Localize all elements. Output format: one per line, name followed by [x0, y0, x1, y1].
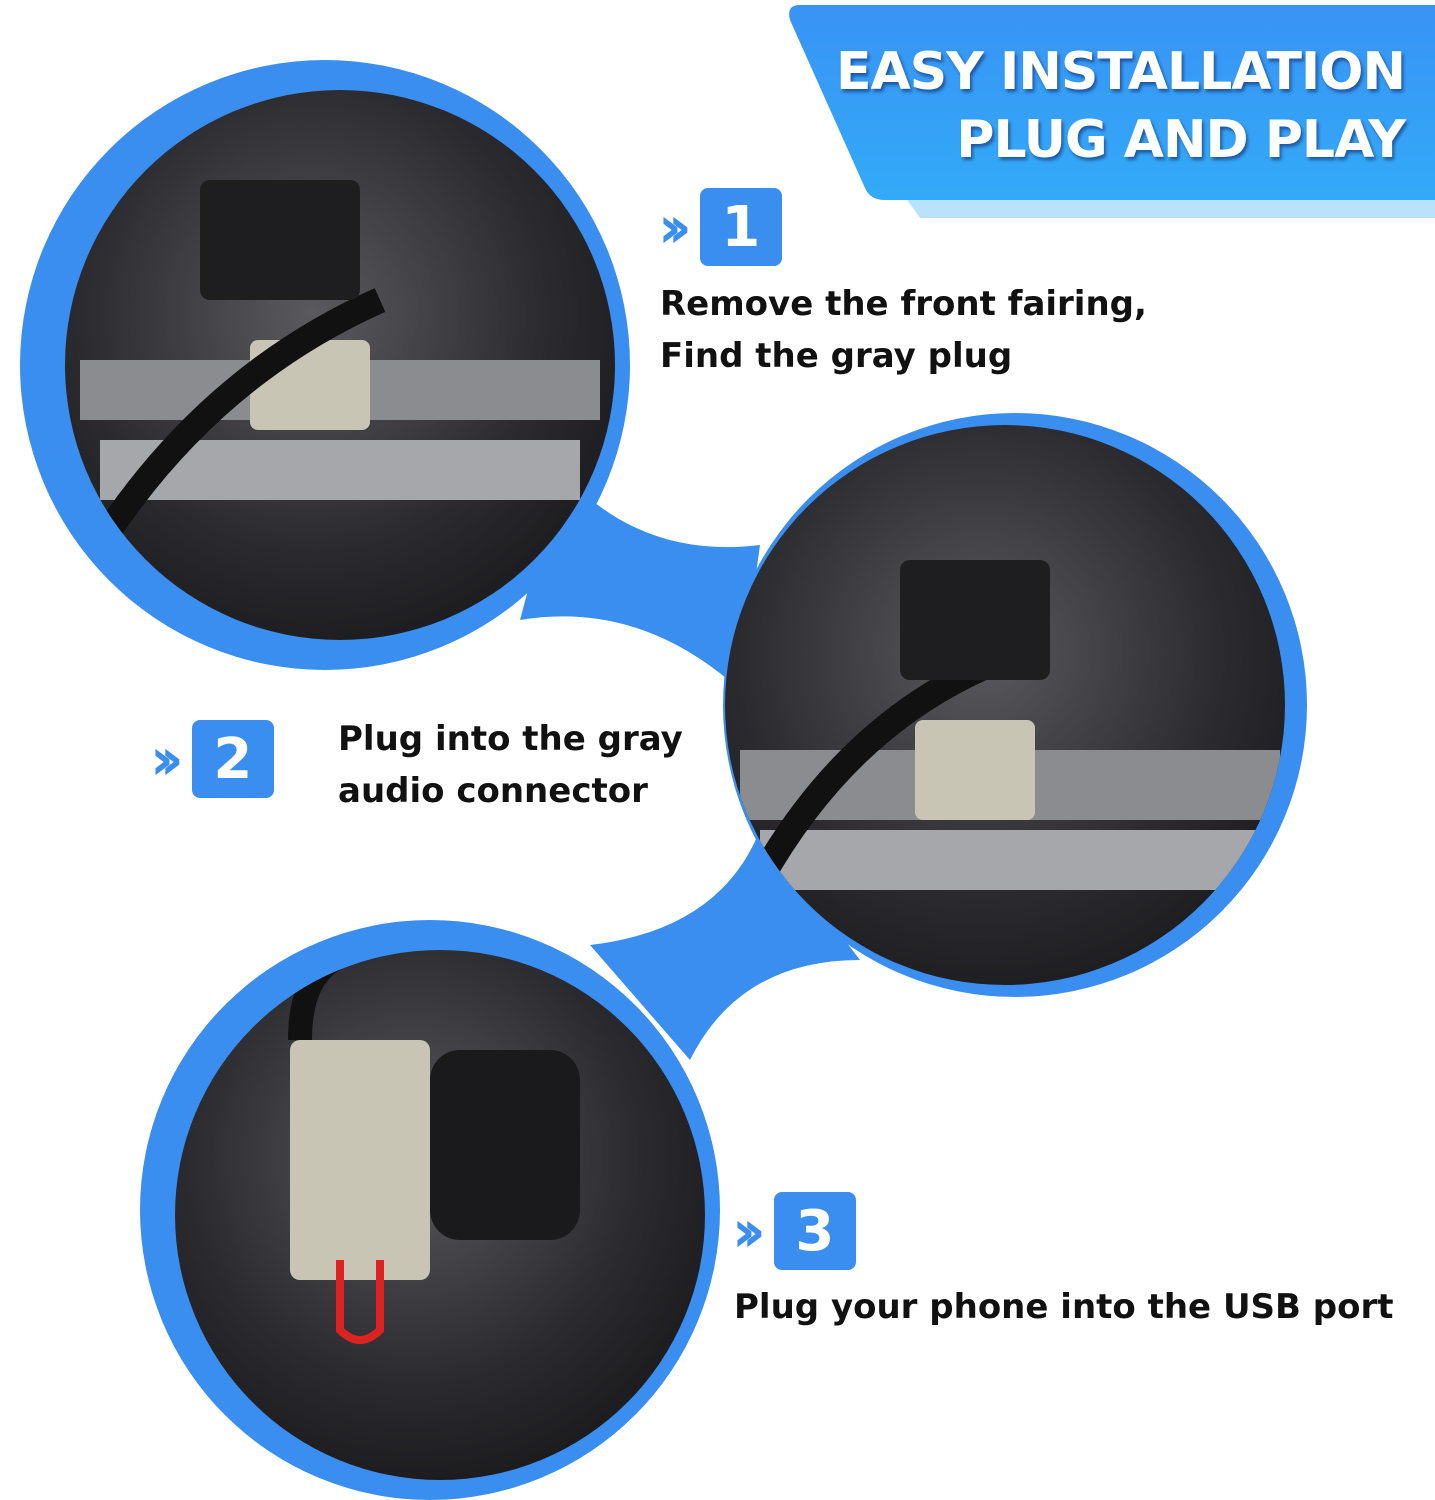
- double-chevron-right-icon: ››: [150, 725, 184, 793]
- step-2-line1: Plug into the gray: [338, 719, 683, 759]
- header-title-line1: EASY INSTALLATION: [836, 42, 1406, 102]
- photo-plugged-adapter: [175, 950, 705, 1480]
- step-2-text: Plug into the gray audio connector: [338, 713, 683, 817]
- photo-front-fairing-removed: [65, 90, 615, 640]
- step-1-line2: Find the gray plug: [660, 336, 1013, 376]
- step-1-line1: Remove the front fairing,: [660, 284, 1147, 324]
- step-number-badge: 3: [773, 1192, 856, 1270]
- step-2-marker: ›› 2: [150, 720, 274, 798]
- step-number-badge: 2: [191, 720, 274, 798]
- step-1-marker: ›› 1: [658, 188, 782, 266]
- step-1-text: Remove the front fairing, Find the gray …: [660, 278, 1147, 382]
- photo-gray-plug: [725, 425, 1285, 985]
- double-chevron-right-icon: ››: [732, 1197, 766, 1265]
- header-banner: [789, 5, 1435, 200]
- step-number-badge: 1: [699, 188, 782, 266]
- step-3-text: Plug your phone into the USB port: [734, 1287, 1394, 1327]
- step-3-marker: ›› 3: [732, 1192, 856, 1270]
- header-title-line2: PLUG AND PLAY: [956, 110, 1406, 170]
- double-chevron-right-icon: ››: [658, 193, 692, 261]
- step-2-line2: audio connector: [338, 771, 648, 811]
